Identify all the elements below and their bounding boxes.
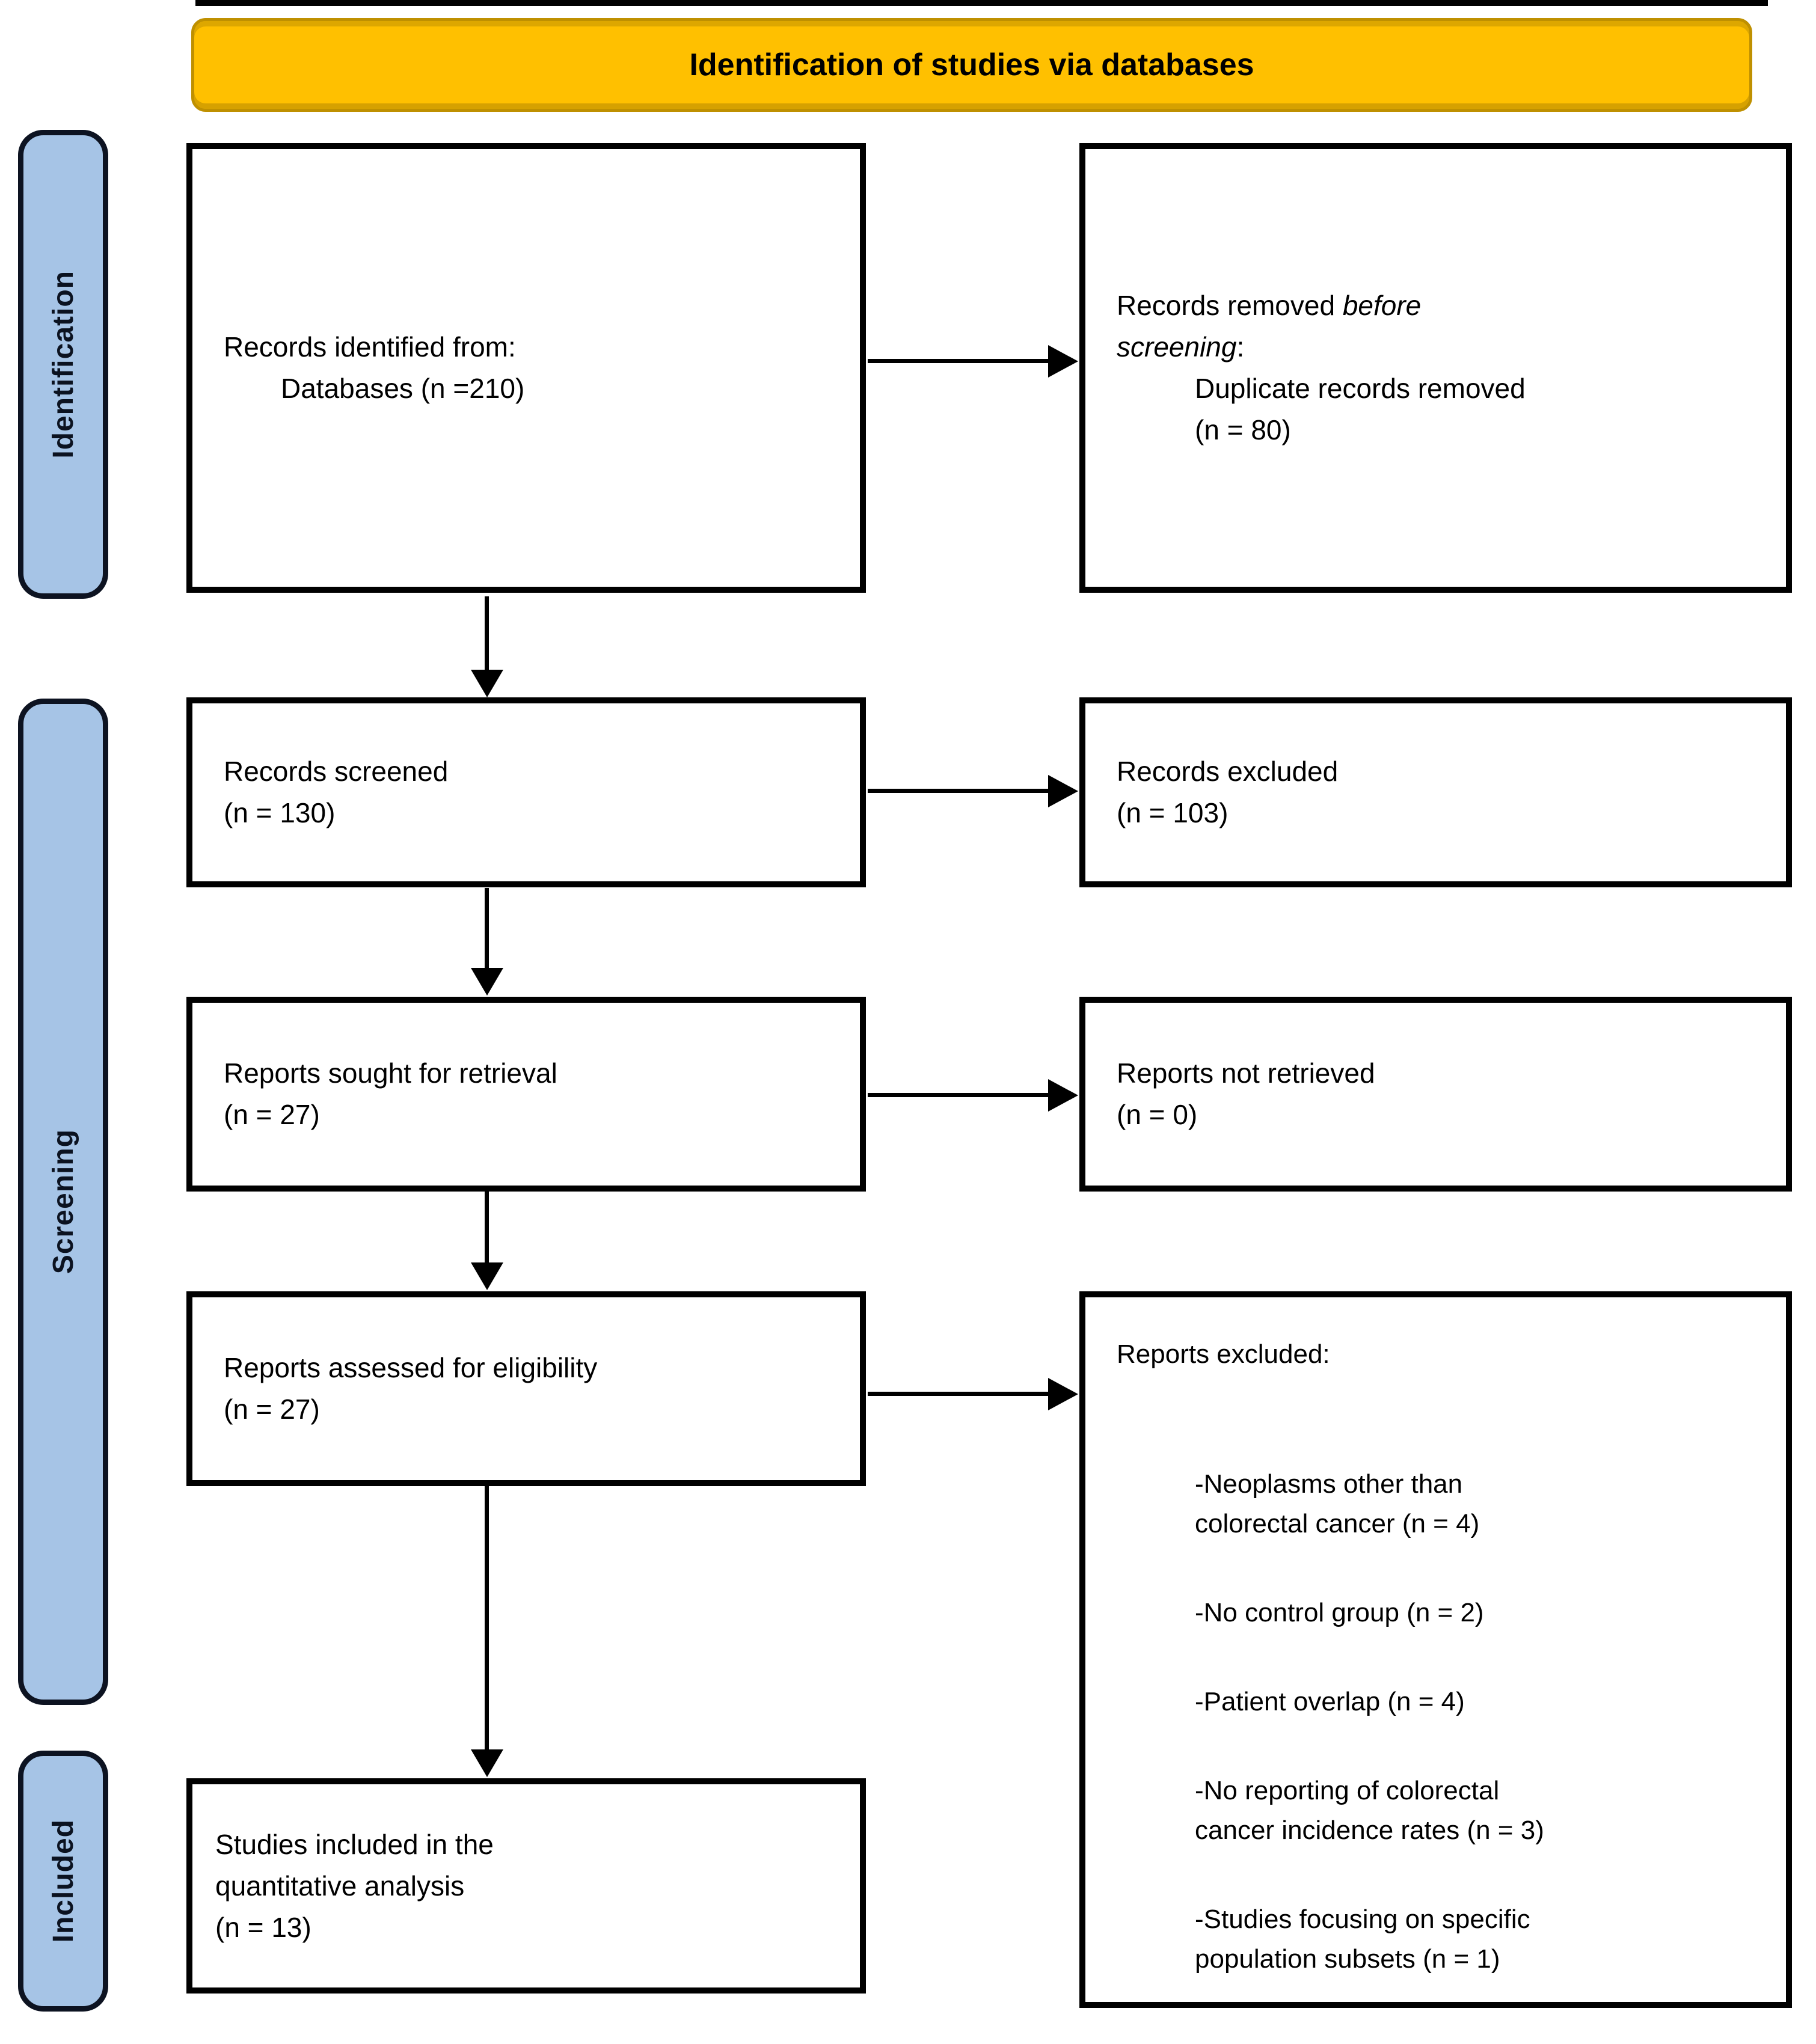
arrow-identified-to-removed — [868, 359, 1049, 363]
arrow-sought-to-not-retrieved — [868, 1093, 1049, 1097]
box-records-excluded: Records excluded (n = 103) — [1079, 697, 1792, 887]
diagram-title-banner: Identification of studies via databases — [191, 18, 1752, 112]
reports-sought-line1: Reports sought for retrieval — [224, 1057, 557, 1089]
reports-not-retrieved-line2: (n = 0) — [1117, 1099, 1198, 1130]
reports-assessed-line2: (n = 27) — [224, 1394, 320, 1425]
records-excluded-line1: Records excluded — [1117, 756, 1339, 787]
reports-not-retrieved-line1: Reports not retrieved — [1117, 1057, 1375, 1089]
reports-excluded-reason: -Studies focusing on specific population… — [1195, 1905, 1530, 1974]
stage-label-identification: Identification — [18, 130, 108, 599]
arrow-screened-to-excluded — [868, 789, 1049, 793]
reports-sought-line2: (n = 27) — [224, 1099, 320, 1130]
box-reports-sought: Reports sought for retrieval (n = 27) — [186, 997, 866, 1192]
records-removed-detail: Duplicate records removed — [1195, 373, 1526, 404]
records-screened-line1: Records screened — [224, 756, 449, 787]
records-excluded-line2: (n = 103) — [1117, 797, 1229, 828]
arrow-assessed-to-excluded — [868, 1392, 1049, 1396]
records-removed-intro: Records removed before screening: — [1117, 285, 1526, 368]
stage-label-screening-text: Screening — [47, 1129, 79, 1274]
records-identified-line2: Databases (n =210) — [281, 373, 525, 404]
box-records-removed: Records removed before screening: Duplica… — [1079, 143, 1792, 593]
box-records-screened: Records screened (n = 130) — [186, 697, 866, 887]
reports-excluded-reason: -No reporting of colorectal cancer incid… — [1195, 1776, 1544, 1845]
reports-excluded-reason: -Neoplasms other than colorectal cancer … — [1195, 1469, 1480, 1538]
arrow-assessed-to-included — [485, 1486, 489, 1751]
records-removed-italic1: before — [1342, 290, 1422, 321]
box-records-identified: Records identified from: Databases (n =2… — [186, 143, 866, 593]
arrow-identified-to-screened — [485, 596, 489, 671]
reports-excluded-reason: -No control group (n = 2) — [1195, 1598, 1484, 1627]
records-removed-prefix: Records removed — [1117, 290, 1343, 321]
stage-label-identification-text: Identification — [47, 270, 79, 459]
reports-excluded-reason: -Patient overlap (n = 4) — [1195, 1687, 1465, 1716]
studies-included-text: Studies included in the quantitative ana… — [215, 1828, 494, 1943]
reports-assessed-line1: Reports assessed for eligibility — [224, 1352, 598, 1383]
stage-label-included-text: Included — [47, 1819, 79, 1943]
top-border-line — [195, 0, 1768, 6]
stage-label-screening: Screening — [18, 699, 108, 1705]
box-reports-assessed: Reports assessed for eligibility (n = 27… — [186, 1291, 866, 1486]
records-removed-italic2: screening — [1117, 331, 1237, 363]
stage-label-included: Included — [18, 1751, 108, 2012]
box-reports-excluded: Reports excluded: -Neoplasms other than … — [1079, 1291, 1792, 2008]
records-removed-suffix: : — [1236, 331, 1245, 363]
arrow-sought-to-assessed — [485, 1192, 489, 1264]
records-identified-line1: Records identified from: — [224, 331, 516, 363]
reports-excluded-title: Reports excluded: — [1117, 1339, 1330, 1369]
diagram-title: Identification of studies via databases — [689, 47, 1254, 82]
box-studies-included: Studies included in the quantitative ana… — [186, 1778, 866, 1994]
arrow-screened-to-sought — [485, 888, 489, 969]
records-removed-count: (n = 80) — [1195, 414, 1291, 445]
box-reports-not-retrieved: Reports not retrieved (n = 0) — [1079, 997, 1792, 1192]
records-screened-line2: (n = 130) — [224, 797, 336, 828]
